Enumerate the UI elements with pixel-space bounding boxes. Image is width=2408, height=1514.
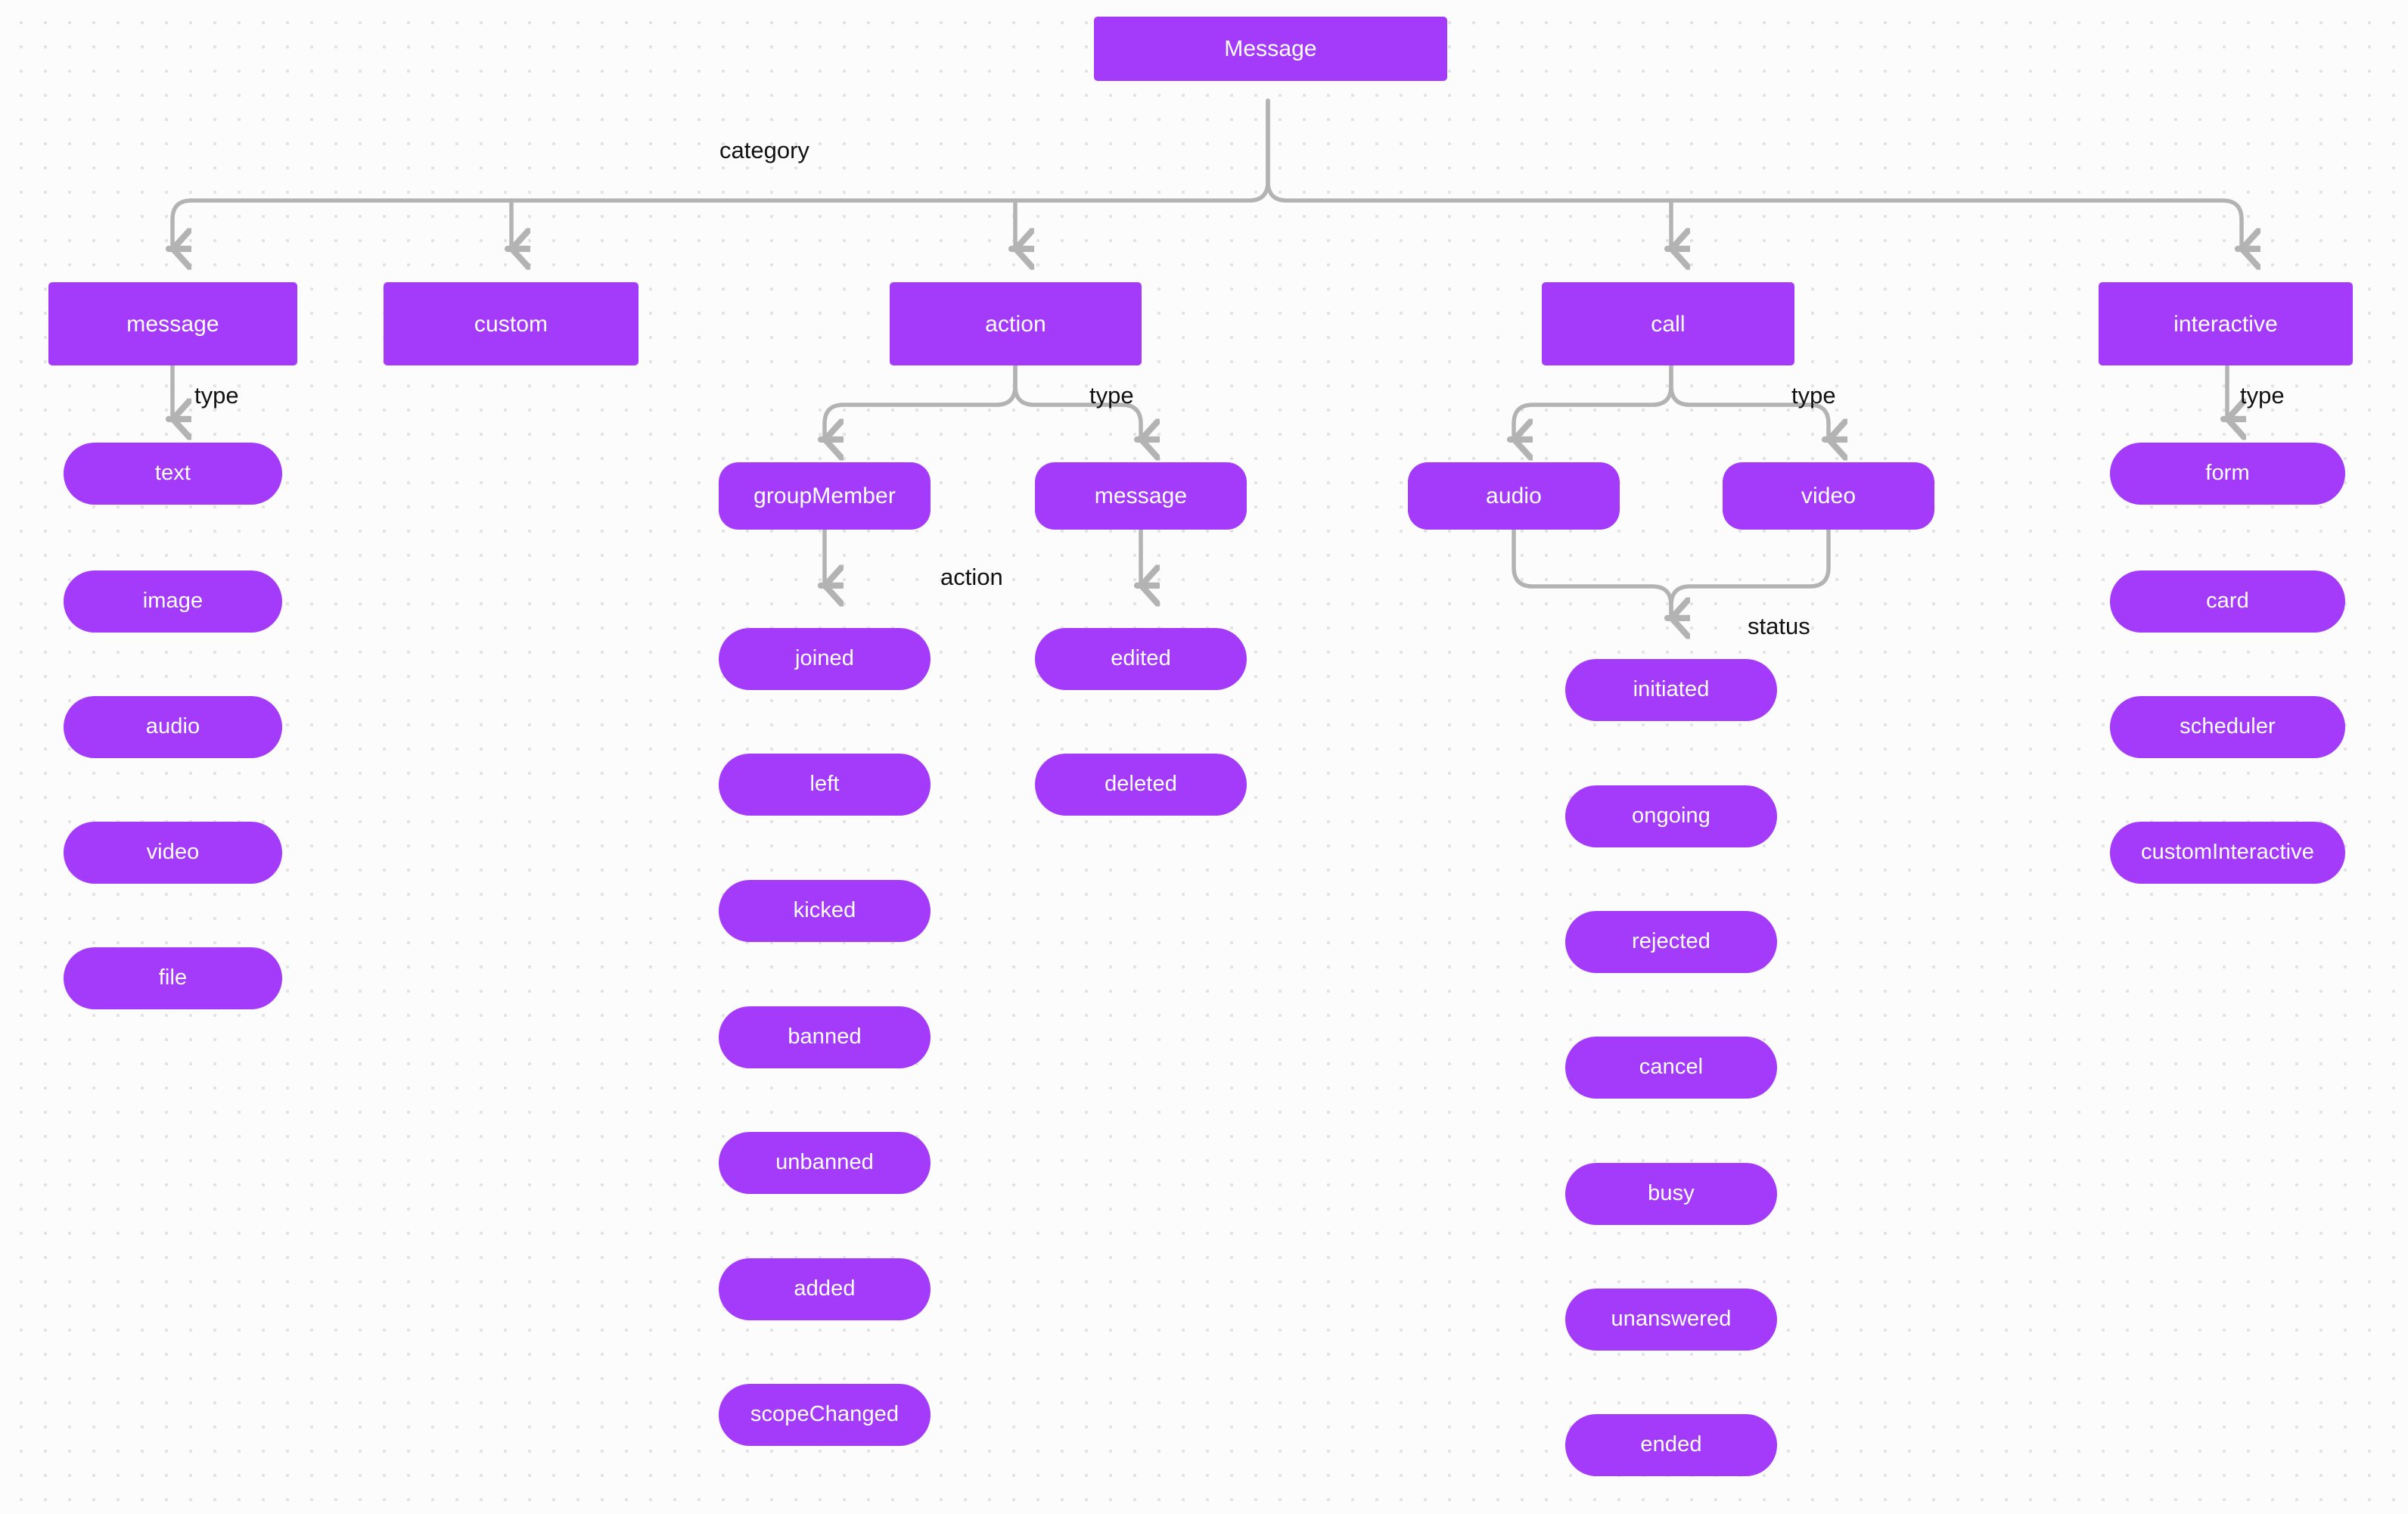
node-label: scheduler <box>2180 714 2276 739</box>
node-label: cancel <box>1639 1055 1704 1080</box>
node-label: customInteractive <box>2141 840 2314 865</box>
node-label: added <box>794 1276 856 1301</box>
node-label: initiated <box>1633 677 1710 702</box>
node-interactive-type-form[interactable]: form <box>2110 443 2345 505</box>
node-label: action <box>985 311 1046 337</box>
node-label: call <box>1651 311 1686 337</box>
node-label: video <box>1801 483 1856 508</box>
edge-audio-to-initiated <box>1512 527 1671 619</box>
node-label: ongoing <box>1632 804 1710 829</box>
node-message-type-image[interactable]: image <box>64 570 282 633</box>
edge-label-groupmember-action: action <box>940 564 1003 590</box>
node-call-status-ended[interactable]: ended <box>1565 1414 1777 1476</box>
node-message-type-video[interactable]: video <box>64 822 282 884</box>
edge-label-category: category <box>719 137 809 163</box>
edge-video-to-initiated <box>1669 527 1831 621</box>
edge-label-message-type: type <box>194 382 239 409</box>
node-message-type-audio[interactable]: audio <box>64 696 282 758</box>
node-groupmember-action-left[interactable]: left <box>719 754 931 816</box>
node-label: deleted <box>1105 772 1177 797</box>
node-interactive-type-custominteractive[interactable]: customInteractive <box>2110 822 2345 884</box>
node-label: audio <box>145 714 200 739</box>
node-message-action-edited[interactable]: edited <box>1035 628 1247 690</box>
node-category-call[interactable]: call <box>1542 282 1794 365</box>
node-label: video <box>146 840 200 865</box>
edge-call-to-audio <box>1514 363 1673 440</box>
node-root-message[interactable]: Message <box>1094 17 1447 81</box>
node-call-status-initiated[interactable]: initiated <box>1565 659 1777 721</box>
edge-label-interactive-type: type <box>2240 382 2285 409</box>
node-label: audio <box>1486 483 1542 508</box>
node-groupmember-action-joined[interactable]: joined <box>719 628 931 690</box>
node-interactive-type-scheduler[interactable]: scheduler <box>2110 696 2345 758</box>
node-label: busy <box>1648 1181 1695 1206</box>
node-label: unanswered <box>1611 1307 1732 1332</box>
node-groupmember-action-kicked[interactable]: kicked <box>719 880 931 942</box>
node-label: file <box>158 965 188 990</box>
node-groupmember-action-added[interactable]: added <box>719 1258 931 1320</box>
node-groupmember-action-unbanned[interactable]: unbanned <box>719 1132 931 1194</box>
node-label: rejected <box>1632 929 1710 954</box>
node-label: banned <box>788 1024 862 1049</box>
node-label: Message <box>1224 36 1317 61</box>
edge-label-action-type: type <box>1089 382 1134 409</box>
node-label: left <box>809 772 840 797</box>
node-call-status-ongoing[interactable]: ongoing <box>1565 785 1777 847</box>
node-call-type-audio[interactable]: audio <box>1408 462 1620 530</box>
node-groupmember-action-banned[interactable]: banned <box>719 1006 931 1068</box>
node-call-type-video[interactable]: video <box>1723 462 1934 530</box>
node-interactive-type-card[interactable]: card <box>2110 570 2345 633</box>
node-category-action[interactable]: action <box>890 282 1142 365</box>
edge-label-call-type: type <box>1791 382 1836 409</box>
node-label: ended <box>1640 1432 1702 1457</box>
node-label: custom <box>474 311 548 337</box>
node-category-custom[interactable]: custom <box>384 282 639 365</box>
edge-action-to-groupmember <box>825 363 1018 440</box>
node-call-status-unanswered[interactable]: unanswered <box>1565 1289 1777 1351</box>
node-action-type-message[interactable]: message <box>1035 462 1247 530</box>
node-action-type-groupmember[interactable]: groupMember <box>719 462 931 530</box>
node-label: card <box>2206 589 2249 614</box>
node-message-type-file[interactable]: file <box>64 947 282 1009</box>
node-label: scopeChanged <box>750 1402 900 1427</box>
node-message-action-deleted[interactable]: deleted <box>1035 754 1247 816</box>
node-category-interactive[interactable]: interactive <box>2099 282 2353 365</box>
node-label: text <box>154 461 191 486</box>
node-label: kicked <box>793 898 856 923</box>
node-groupmember-action-scopechanged[interactable]: scopeChanged <box>719 1384 931 1446</box>
node-message-type-text[interactable]: text <box>64 443 282 505</box>
node-label: edited <box>1111 646 1171 671</box>
node-label: message <box>126 311 219 337</box>
node-label: groupMember <box>753 483 896 508</box>
node-label: joined <box>795 646 854 671</box>
edge-root-to-interactive <box>1266 98 2242 250</box>
edge-root-to-message <box>172 98 1270 250</box>
node-call-status-rejected[interactable]: rejected <box>1565 911 1777 973</box>
node-label: unbanned <box>775 1150 874 1175</box>
node-label: form <box>2205 461 2250 486</box>
node-label: message <box>1094 483 1188 508</box>
edge-label-call-status: status <box>1748 613 1810 639</box>
node-category-message[interactable]: message <box>48 282 297 365</box>
node-label: interactive <box>2173 311 2278 337</box>
node-label: image <box>142 589 204 614</box>
node-call-status-cancel[interactable]: cancel <box>1565 1037 1777 1099</box>
node-call-status-busy[interactable]: busy <box>1565 1163 1777 1225</box>
